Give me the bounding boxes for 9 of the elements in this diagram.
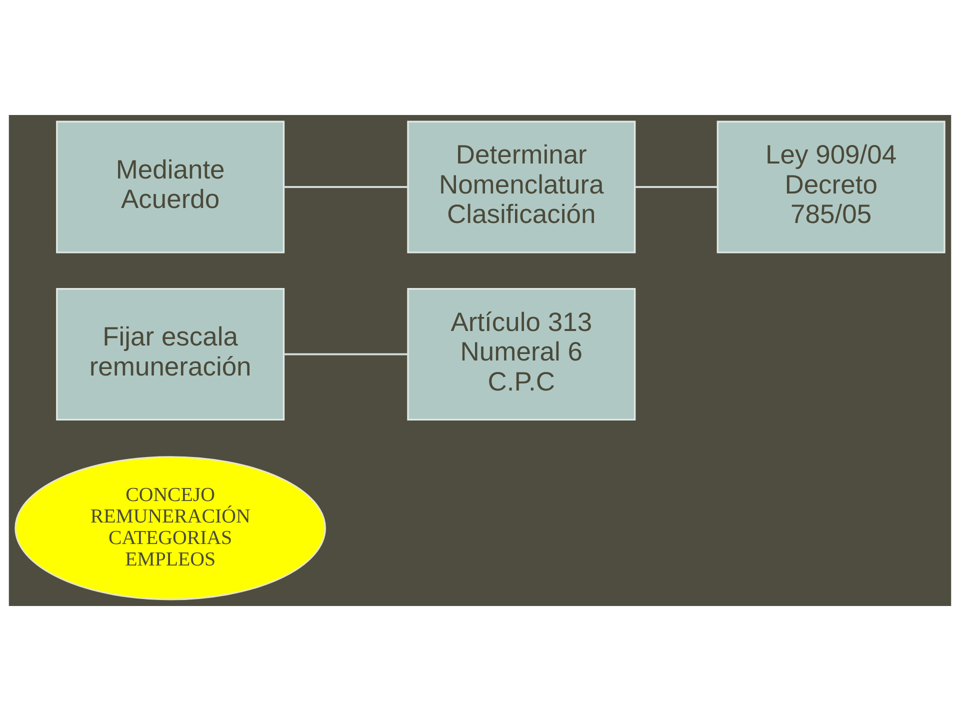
node-box: Mediante Acuerdo bbox=[56, 120, 285, 253]
connector bbox=[284, 352, 408, 355]
node-ellipse: CONCEJO REMUNERACIÓN CATEGORIAS EMPLEOS bbox=[14, 456, 326, 600]
node-box: Ley 909/04 Decreto 785/05 bbox=[716, 120, 946, 253]
node-box: Determinar Nomenclatura Clasificación bbox=[407, 120, 636, 253]
connector bbox=[634, 186, 718, 188]
node-box: Fijar escala remuneración bbox=[56, 288, 285, 420]
node-box: Artículo 313 Numeral 6 C.P.C bbox=[407, 288, 636, 420]
connector bbox=[284, 186, 408, 188]
